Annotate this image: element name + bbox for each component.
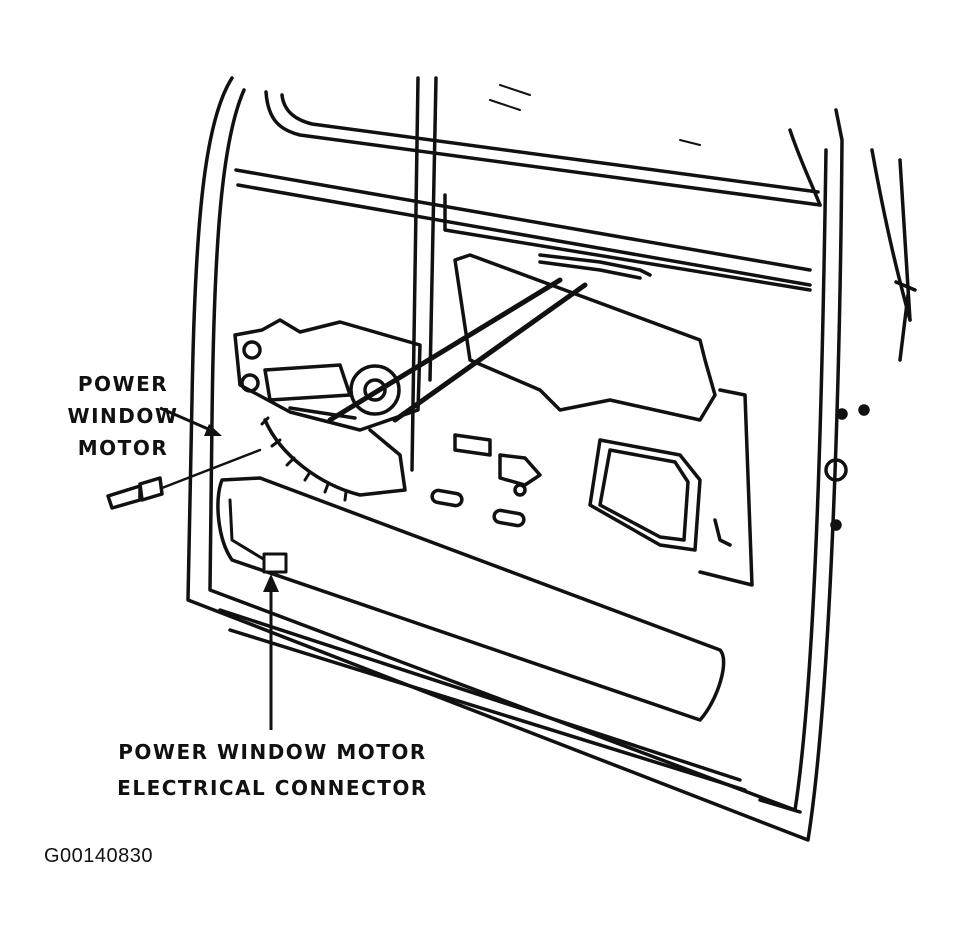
sector-gear: [263, 418, 407, 497]
connector-label-line-1: POWER WINDOW MOTOR: [118, 740, 427, 764]
connector-leader-arrow: [263, 574, 279, 592]
mounting-bolt: [106, 448, 262, 510]
electrical-connector: [262, 552, 288, 574]
regulator-arm: [327, 277, 563, 423]
lower-opening: [588, 438, 702, 552]
inner-panel-opening: [453, 253, 717, 422]
window-frame: [264, 90, 822, 207]
connector-label-line-2: ELECTRICAL CONNECTOR: [117, 776, 428, 800]
motor-wire: [228, 498, 267, 562]
motor-label-line-3: MOTOR: [77, 436, 169, 460]
motor-leader-line: [159, 406, 216, 434]
motor-leader-arrow: [204, 424, 222, 436]
power-window-motor-label: POWER WINDOW MOTOR: [58, 368, 188, 464]
window-motor-assembly: [233, 318, 422, 432]
door-outer-shell: [186, 76, 844, 842]
electrical-connector-label: POWER WINDOW MOTOR ELECTRICAL CONNECTOR: [100, 734, 445, 806]
figure-id: G00140830: [44, 845, 154, 867]
motor-label-line-2: WINDOW: [67, 404, 179, 428]
motor-label-line-1: POWER: [77, 372, 169, 396]
door-inner-shell: [208, 88, 828, 812]
door-pocket: [216, 476, 726, 722]
latch-hole: [824, 458, 848, 482]
belt-rail: [234, 168, 812, 272]
